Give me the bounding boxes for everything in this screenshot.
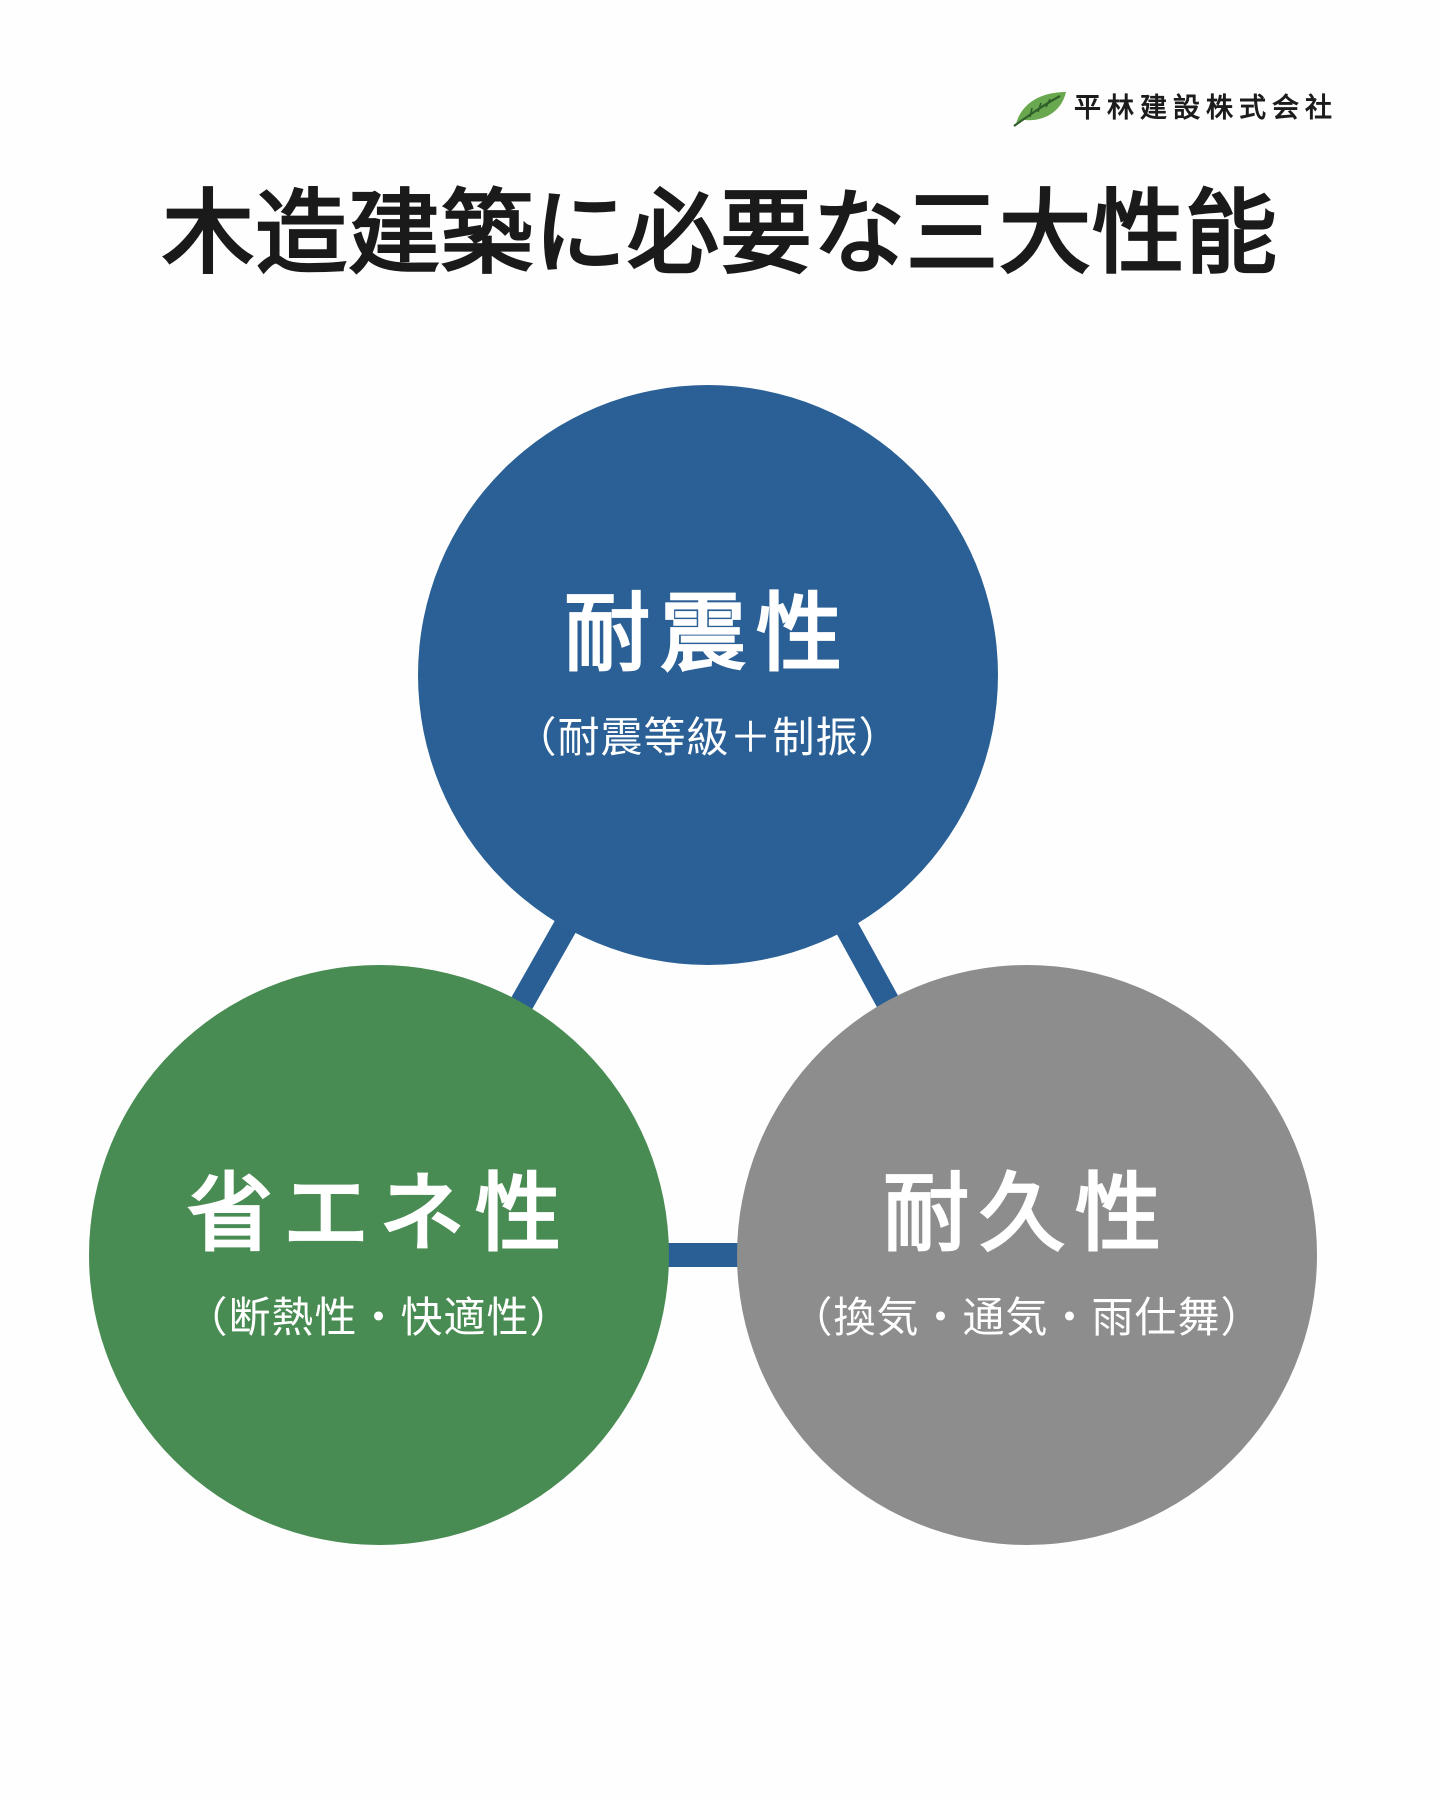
circle-energy-efficiency: 省エネ性 （断熱性・快適性） — [89, 965, 669, 1545]
leaf-icon — [1012, 88, 1068, 128]
logo: 平林建設株式会社 — [1012, 88, 1338, 128]
circle-label: 耐久性 — [883, 1164, 1171, 1264]
circle-label: 省エネ性 — [187, 1164, 571, 1264]
connector-line — [358, 650, 1048, 1267]
circle-sublabel: （断熱性・快適性） — [185, 1293, 573, 1342]
page-title: 木造建築に必要な三大性能 — [161, 180, 1278, 287]
circle-sublabel: （耐震等級＋制振） — [514, 713, 902, 762]
company-name: 平林建設株式会社 — [1074, 92, 1338, 124]
circle-durability: 耐久性 （換気・通気・雨仕舞） — [737, 965, 1317, 1545]
circle-label: 耐震性 — [564, 584, 852, 684]
circle-sublabel: （換気・通気・雨仕舞） — [790, 1293, 1264, 1342]
circle-earthquake-resistance: 耐震性 （耐震等級＋制振） — [418, 385, 998, 965]
